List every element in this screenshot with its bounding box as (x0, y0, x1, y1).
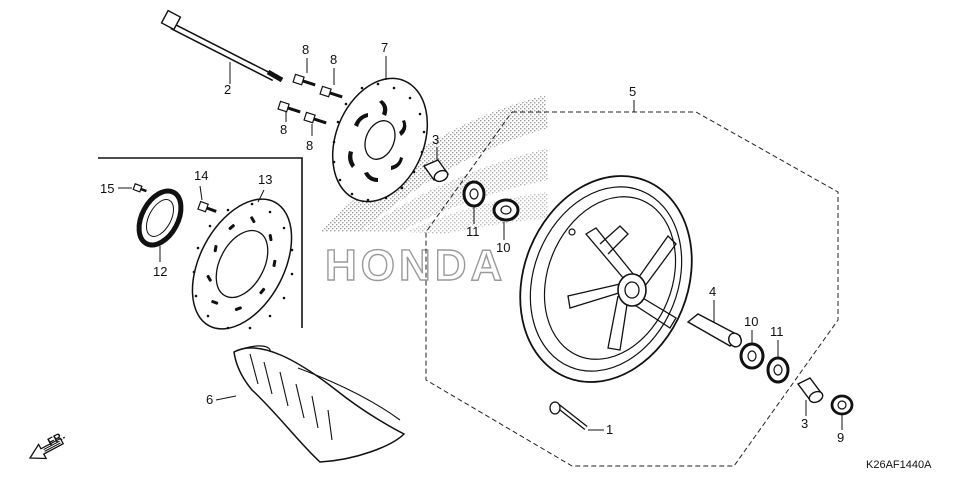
small-bolt-14 (197, 200, 217, 213)
callout-8-b: 8 (330, 52, 337, 67)
inset-brake-disc (191, 198, 294, 330)
dust-seal-left (462, 180, 486, 208)
callout-9: 9 (837, 430, 844, 445)
bearing-right (739, 342, 765, 370)
honda-watermark-text: HONDA (325, 241, 506, 290)
inset-bracket (98, 157, 303, 328)
axle-nut (830, 394, 854, 416)
diagram-code: K26AF1440A (866, 459, 932, 471)
callout-3-right: 3 (801, 416, 808, 431)
callout-7: 7 (381, 40, 388, 55)
callout-3-left: 3 (432, 132, 439, 147)
distance-collar-left (422, 159, 450, 183)
callout-labels: 1 2 3 3 4 5 6 7 8 8 8 8 9 10 10 11 11 12… (100, 40, 844, 445)
callout-12: 12 (153, 264, 167, 279)
callout-6: 6 (206, 392, 213, 407)
callout-8-c: 8 (280, 122, 287, 137)
callout-2: 2 (224, 82, 231, 97)
callout-15: 15 (100, 181, 114, 196)
leader-lines (118, 56, 843, 431)
fr-label: FR. (46, 430, 67, 449)
callout-1: 1 (606, 422, 613, 437)
small-bolt-15 (132, 183, 147, 193)
cast-wheel (519, 175, 693, 383)
disc-bolts (277, 73, 343, 125)
callout-14: 14 (194, 168, 208, 183)
callout-10-right: 10 (744, 314, 758, 329)
distance-collar-right (796, 377, 824, 404)
callout-8-a: 8 (302, 42, 309, 57)
wheel-assembly-outline (425, 111, 839, 467)
front-tire (233, 345, 406, 463)
distance-collar-center (686, 313, 742, 348)
bearing-left (492, 198, 520, 222)
callout-11-left: 11 (466, 224, 480, 239)
callout-13: 13 (258, 172, 272, 187)
callout-10-left: 10 (496, 240, 510, 255)
callout-5: 5 (629, 84, 636, 99)
ring-plate (136, 188, 184, 248)
brake-disc (331, 77, 429, 203)
front-axle (160, 9, 284, 83)
callout-4: 4 (709, 284, 716, 299)
dust-seal-right (766, 356, 790, 384)
callout-11-right: 11 (770, 324, 784, 339)
front-direction-arrow: FR. (28, 430, 67, 460)
callout-8-d: 8 (306, 138, 313, 153)
tire-valve (549, 401, 588, 430)
